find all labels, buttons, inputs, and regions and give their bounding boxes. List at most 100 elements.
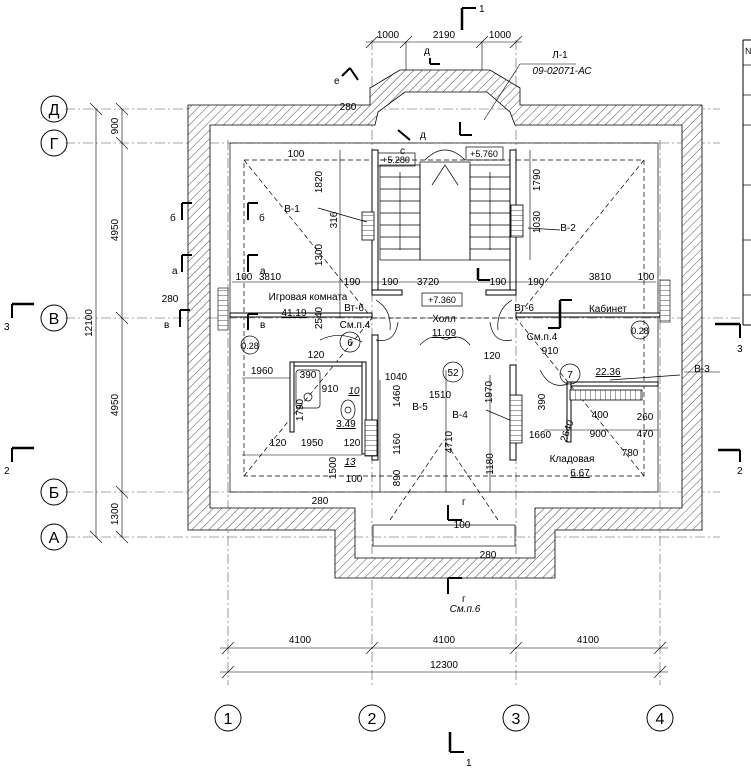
axis-label-v: В [49, 311, 60, 328]
dim-1820: 1820 [314, 170, 325, 193]
dim-100-left: 100 [236, 272, 253, 283]
section-b-right: б [259, 212, 265, 224]
section-3-left: 3 [4, 322, 10, 333]
dim-390-bath: 390 [300, 370, 317, 381]
section-b-left: б [170, 212, 176, 224]
section-1-bottom: 1 [466, 758, 472, 769]
dim-4100-1: 4100 [289, 635, 312, 646]
dim-1790-top: 1790 [532, 168, 543, 191]
roof-hips [317, 207, 681, 421]
section-cut-marks [11, 7, 741, 753]
tag-028-left: 0.28 [241, 341, 259, 351]
axis-label-2: 2 [368, 711, 377, 728]
dim-1500: 1500 [328, 456, 339, 479]
dim-1960: 1960 [251, 366, 274, 377]
level-marker-boxes [377, 146, 504, 307]
dim-1300-int: 1300 [314, 243, 325, 266]
room-num-7: 7 [567, 370, 573, 381]
top-dimension-chain [365, 35, 523, 70]
dim-1790-bath: 1790 [295, 398, 306, 421]
dim-3720: 3720 [417, 277, 440, 288]
sheet-reference: Л-1 09-02071-АС [533, 50, 593, 77]
dim-120-b: 120 [270, 438, 287, 449]
section-v-left: в [164, 320, 169, 331]
dim-1030: 1030 [532, 210, 543, 233]
left-dimension-chain [89, 102, 129, 544]
room-name-hall: Холл [432, 314, 456, 325]
dim-1000-left: 1000 [377, 30, 400, 41]
grid-lines [65, 40, 740, 685]
room-number-circles [240, 320, 650, 385]
axis-label-1: 1 [224, 711, 233, 728]
dim-910-right: 910 [542, 346, 559, 357]
axis-label-g: Г [50, 136, 59, 153]
sheet-ref-code: 09-02071-АС [533, 66, 593, 77]
bottom-dimension-chain [220, 641, 668, 679]
room-name-play: Игровая комната [269, 292, 348, 303]
dim-190-d: 190 [528, 277, 545, 288]
level-7360: +7.360 [428, 295, 456, 305]
bottom-dimension-labels: 4100 4100 4100 12300 [289, 635, 600, 671]
dim-260: 260 [637, 412, 654, 423]
right-table-stub [742, 39, 751, 326]
dim-1000-right: 1000 [489, 30, 512, 41]
dim-120-a: 120 [308, 350, 325, 361]
section-labels: 1 1 3 3 2 2 б б а а в в г г д д е с [4, 4, 743, 769]
axis-label-a: А [49, 530, 60, 547]
top-dimension-labels: 1000 2190 1000 [377, 30, 512, 41]
axis-label-d: Д [49, 102, 60, 119]
dim-1300: 1300 [110, 502, 121, 525]
dim-12300: 12300 [430, 660, 458, 671]
leaders [483, 63, 720, 373]
section-a-right: а [260, 266, 266, 277]
level-5280: +5.280 [382, 155, 410, 165]
dim-900: 900 [110, 117, 121, 134]
doors [319, 299, 569, 386]
axis-label-b: Б [49, 485, 60, 502]
room-area-storage: 6.67 [570, 468, 590, 479]
tag-smp4-left: См.п.4 [340, 320, 371, 331]
dim-2640: 2640 [559, 418, 577, 443]
dim-280-porch: 280 [480, 550, 497, 561]
dim-100-right: 100 [638, 272, 655, 283]
table-header: № [745, 46, 751, 56]
sheet-ref-sheet: Л-1 [552, 50, 568, 61]
level-5760: +5.760 [470, 149, 498, 159]
section-d-mid: д [420, 130, 426, 141]
tag-v4: В-4 [452, 410, 468, 421]
dim-280-bottom: 280 [312, 496, 329, 507]
tag-v1: В-1 [284, 204, 300, 215]
dim-190-c: 190 [490, 277, 507, 288]
dim-1970: 1970 [484, 380, 495, 403]
room-labels: Игровая комната 41.19 6 Холл 11.09 52 Ка… [269, 292, 628, 479]
room-num-10: 10 [348, 386, 360, 397]
dim-4100-2: 4100 [433, 635, 456, 646]
dim-4100-3: 4100 [577, 635, 600, 646]
section-g-top: г [462, 497, 466, 508]
tag-vt6-left: Вт-6 [344, 303, 364, 314]
dim-12100: 12100 [84, 309, 95, 337]
dim-2190: 2190 [433, 30, 456, 41]
section-d-top: д [424, 46, 430, 57]
dim-120-c: 120 [344, 438, 361, 449]
dim-780: 780 [622, 448, 639, 459]
axis-bubbles [40, 95, 674, 732]
dim-3810-right: 3810 [589, 272, 612, 283]
dim-1950: 1950 [301, 438, 324, 449]
room-name-office: Кабинет [589, 303, 627, 315]
section-e: е [334, 76, 340, 87]
bathroom-fixtures [295, 369, 356, 421]
axis-labels: 1 2 3 4 Д Г В Б А [49, 102, 665, 728]
dim-100-porch: 100 [454, 520, 471, 531]
dim-4950-top: 4950 [110, 218, 121, 241]
interior-walls [217, 149, 671, 461]
left-dimension-labels: 900 4950 4950 1300 12100 [84, 117, 121, 525]
dim-190-b: 190 [382, 277, 399, 288]
axis-label-4: 4 [656, 711, 665, 728]
section-2-right: 2 [737, 466, 743, 477]
section-s: с [400, 146, 405, 157]
dim-280-top: 280 [340, 102, 357, 113]
levels: +5.280 +5.760 +7.360 [382, 149, 498, 305]
section-1-top: 1 [479, 4, 485, 15]
